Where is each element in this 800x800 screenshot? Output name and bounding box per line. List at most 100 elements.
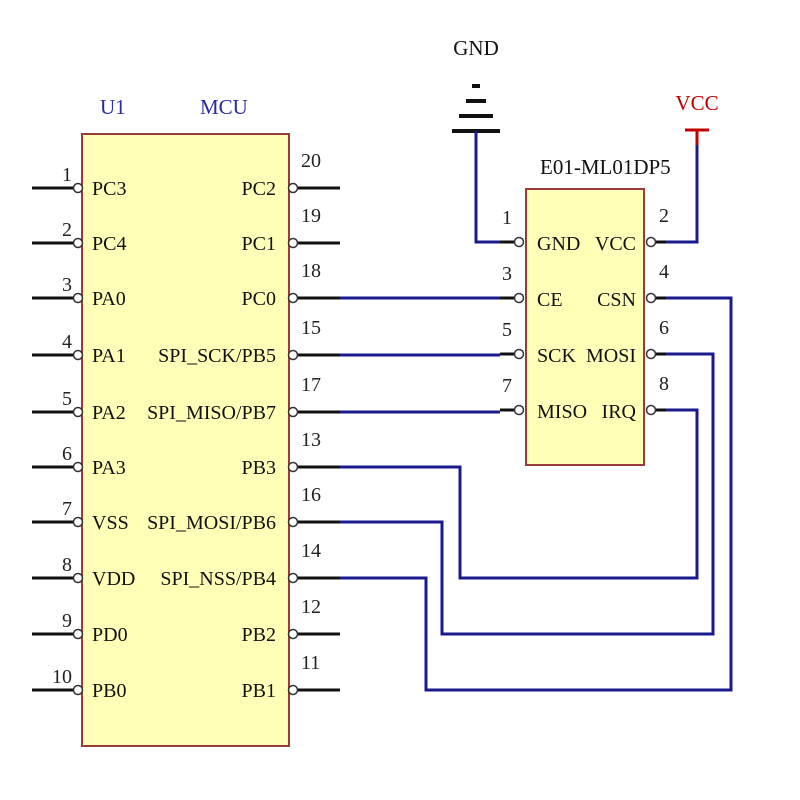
wire-nss-csn [340, 296, 733, 692]
mcu-left-pin-2: 2 PC4 [32, 219, 126, 255]
mcu-pin-name: PA2 [92, 402, 126, 424]
mcu-left-pin-4: 4 PA1 [32, 331, 126, 367]
module-left-pin-1: 1 GND [500, 207, 580, 255]
mcu-left-pin-9: 9 PD0 [32, 610, 128, 646]
module-body [525, 188, 645, 466]
mcu-pin-name: PB2 [242, 624, 276, 646]
mcu-right-pin-11: 11 PB1 [242, 652, 340, 702]
mcu-right-pin-17: 17 SPI_MISO/PB7 [147, 374, 340, 424]
gnd-symbol: GND [452, 36, 500, 133]
mcu-pin-number: 1 [62, 164, 72, 186]
mcu-pin-number: 20 [301, 150, 321, 172]
vcc-symbol: VCC [675, 91, 719, 145]
module-pin-number: 8 [659, 373, 669, 395]
module-pin-number: 4 [659, 261, 669, 283]
mcu-pin-number: 8 [62, 554, 72, 576]
mcu-right-pin-20: 20 PC2 [242, 150, 340, 200]
mcu-right-pin-16: 16 SPI_MOSI/PB6 [147, 484, 340, 534]
mcu-pin-name: SPI_MOSI/PB6 [147, 512, 276, 534]
wires [340, 131, 733, 692]
mcu-pin-name: PA0 [92, 288, 126, 310]
mcu-pin-name: PC4 [92, 233, 126, 255]
module-left-pin-3: 3 CE [500, 263, 563, 311]
module-right-pin-2: 2 VCC [595, 205, 669, 255]
mcu-pin-number: 13 [301, 429, 321, 451]
module-pin-name: IRQ [602, 401, 637, 423]
gnd-label: GND [453, 36, 499, 60]
mcu-pin-name: VDD [92, 568, 135, 590]
mcu-pin-name: PA3 [92, 457, 126, 479]
mcu-body [81, 133, 290, 747]
module-left-pin-7: 7 MISO [500, 375, 587, 423]
module-pin-name: MOSI [586, 345, 636, 367]
mcu-pin-number: 9 [62, 610, 72, 632]
mcu-pin-number: 2 [62, 219, 72, 241]
mcu-pin-number: 19 [301, 205, 321, 227]
module-part-label: E01-ML01DP5 [540, 155, 671, 179]
module-pin-name: VCC [595, 233, 636, 255]
mcu-pin-name: PC2 [242, 178, 276, 200]
module-pin-name: CE [537, 289, 563, 311]
mcu-right-pin-14: 14 SPI_NSS/PB4 [160, 540, 340, 590]
mcu-right-pin-15: 15 SPI_SCK/PB5 [158, 317, 340, 367]
mcu-pin-number: 10 [52, 666, 72, 688]
module-pin-name: GND [537, 233, 580, 255]
mcu-pin-name: PB3 [242, 457, 276, 479]
mcu-pin-name: PD0 [92, 624, 128, 646]
mcu-pin-name: PB0 [92, 680, 126, 702]
module-pin-number: 2 [659, 205, 669, 227]
mcu-pin-name: PB1 [242, 680, 276, 702]
mcu-left-pin-1: 1 PC3 [32, 164, 126, 200]
mcu-left-pin-3: 3 PA0 [32, 274, 126, 310]
module-pin-name: CSN [597, 289, 636, 311]
mcu-pin-number: 11 [301, 652, 320, 674]
module-pin-name: MISO [537, 401, 587, 423]
mcu-part-label: MCU [200, 95, 248, 119]
mcu-left-pin-7: 7 VSS [32, 498, 129, 534]
mcu-right-pin-13: 13 PB3 [242, 429, 340, 479]
module-pin-number: 3 [502, 263, 512, 285]
module-right-pin-8: 8 IRQ [602, 373, 669, 423]
module-right-pin-6: 6 MOSI [586, 317, 669, 367]
module-pin-number: 5 [502, 319, 512, 341]
mcu-left-pin-5: 5 PA2 [32, 388, 126, 424]
mcu-pin-number: 14 [301, 540, 321, 562]
mcu-pin-name: SPI_SCK/PB5 [158, 345, 276, 367]
mcu-pin-name: PC3 [92, 178, 126, 200]
mcu-right-pin-18: 18 PC0 [242, 260, 340, 310]
rf-module: E01-ML01DP5 1 GND 3 CE 5 SCK 7 MISO [500, 155, 671, 466]
mcu-pin-name: PC0 [242, 288, 276, 310]
module-pin-number: 6 [659, 317, 669, 339]
wire-vcc [666, 145, 699, 244]
mcu-pin-number: 15 [301, 317, 321, 339]
mcu-pin-number: 7 [62, 498, 72, 520]
module-left-pin-5: 5 SCK [500, 319, 576, 367]
wire-mosi [340, 352, 715, 636]
mcu-pin-number: 6 [62, 443, 72, 465]
module-pin-number: 1 [502, 207, 512, 229]
mcu-pin-number: 16 [301, 484, 321, 506]
mcu-left-pin-6: 6 PA3 [32, 443, 126, 479]
mcu-ref-label: U1 [100, 95, 126, 119]
module-pin-number: 7 [502, 375, 512, 397]
mcu-pin-number: 4 [62, 331, 72, 353]
wire-pb3-irq [340, 408, 699, 580]
mcu-u1: U1 MCU 1 PC3 2 PC4 3 PA0 4 PA1 [32, 95, 340, 747]
mcu-right-pin-12: 12 PB2 [242, 596, 340, 646]
module-right-pin-4: 4 CSN [597, 261, 669, 311]
vcc-label: VCC [675, 91, 718, 115]
mcu-pin-name: SPI_MISO/PB7 [147, 402, 276, 424]
mcu-pin-number: 3 [62, 274, 72, 296]
mcu-pin-number: 17 [301, 374, 321, 396]
mcu-left-pin-10: 10 PB0 [32, 666, 126, 702]
mcu-right-pin-19: 19 PC1 [242, 205, 340, 255]
mcu-pin-number: 18 [301, 260, 321, 282]
mcu-pin-name: VSS [92, 512, 129, 534]
mcu-pin-name: SPI_NSS/PB4 [160, 568, 276, 590]
mcu-pin-number: 5 [62, 388, 72, 410]
wire-gnd [474, 131, 500, 244]
mcu-left-pin-8: 8 VDD [32, 554, 135, 590]
mcu-pin-name: PA1 [92, 345, 126, 367]
module-pin-name: SCK [537, 345, 576, 367]
